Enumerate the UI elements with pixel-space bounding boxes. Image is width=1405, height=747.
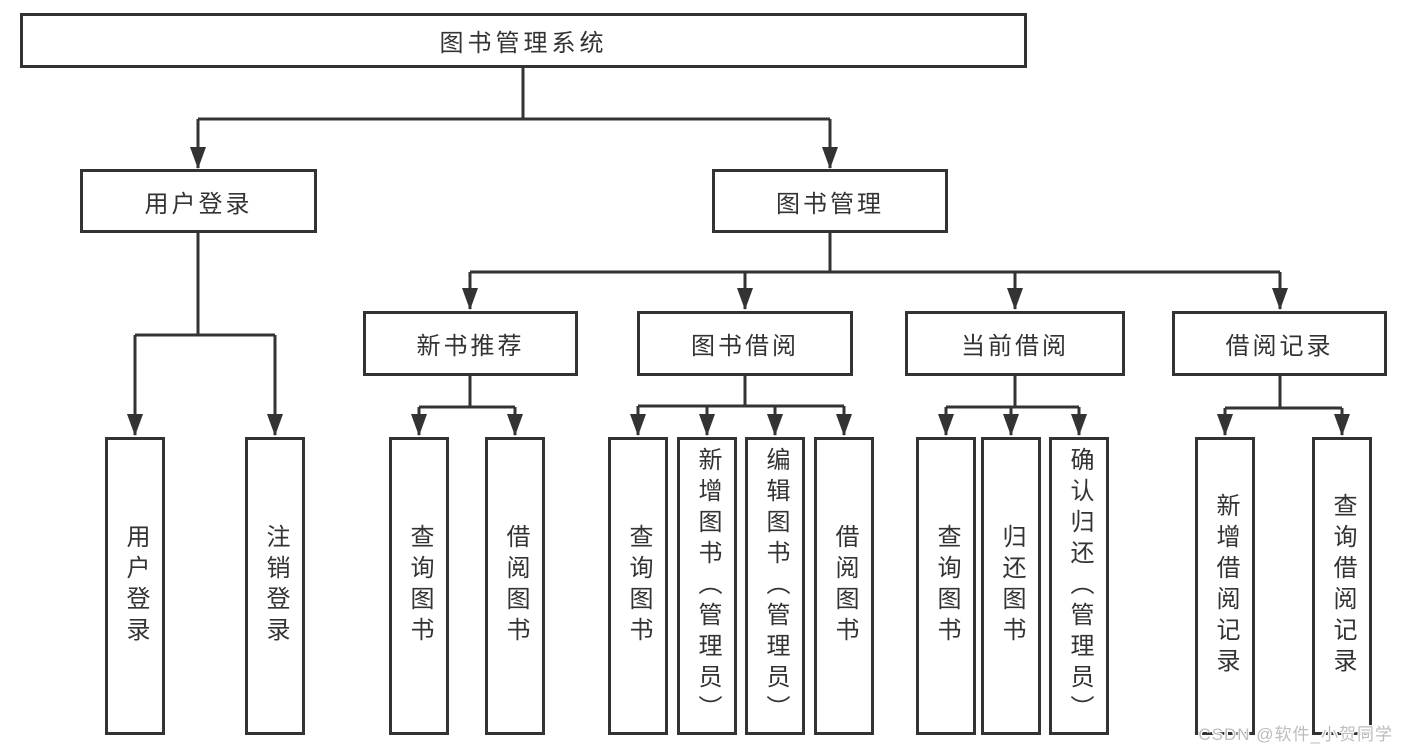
node-new-book-recommend: 新书推荐 <box>363 311 578 376</box>
node-root: 图书管理系统 <box>20 13 1027 68</box>
leaf-query-books-current: 查询图书 <box>916 437 976 735</box>
node-label: 图书管理系统 <box>439 30 608 57</box>
leaf-borrow-books: 借阅图书 <box>814 437 874 735</box>
leaf-borrow-books-recommend: 借阅图书 <box>485 437 545 735</box>
leaf-label: 查询借阅记录 <box>1329 493 1356 679</box>
node-label: 用户登录 <box>144 190 253 218</box>
leaf-edit-book-admin: 编辑图书（管理员） <box>745 437 805 735</box>
leaf-label: 借阅图书 <box>502 524 529 648</box>
leaf-add-borrow-record: 新增借阅记录 <box>1195 437 1255 735</box>
node-label: 图书借阅 <box>691 333 799 360</box>
node-book-borrow: 图书借阅 <box>637 311 853 376</box>
leaf-label: 用户登录 <box>122 524 149 648</box>
leaf-add-book-admin: 新增图书（管理员） <box>677 437 737 735</box>
leaf-user-login: 用户登录 <box>105 437 165 735</box>
leaf-confirm-return-admin: 确认归还（管理员） <box>1049 437 1109 735</box>
csdn-watermark: CSDN @软件_小贺同学 <box>1198 725 1393 744</box>
leaf-label: 查询图书 <box>933 524 960 648</box>
leaf-logout: 注销登录 <box>245 437 305 735</box>
leaf-label: 注销登录 <box>262 524 289 648</box>
leaf-return-book: 归还图书 <box>981 437 1041 735</box>
leaf-label: 编辑图书（管理员） <box>762 446 789 726</box>
leaf-label: 新增借阅记录 <box>1212 493 1239 679</box>
node-book-management: 图书管理 <box>712 169 948 233</box>
leaf-label: 确认归还（管理员） <box>1066 446 1093 726</box>
node-current-borrow: 当前借阅 <box>905 311 1125 376</box>
leaf-query-books-recommend: 查询图书 <box>389 437 449 735</box>
node-label: 当前借阅 <box>961 333 1069 360</box>
leaf-label: 借阅图书 <box>831 524 858 648</box>
leaf-label: 新增图书（管理员） <box>694 446 721 726</box>
leaf-label: 查询图书 <box>406 524 433 648</box>
leaf-query-borrow-record: 查询借阅记录 <box>1312 437 1372 735</box>
node-label: 图书管理 <box>776 190 884 218</box>
leaf-label: 查询图书 <box>625 524 652 648</box>
leaf-query-books-borrow: 查询图书 <box>608 437 668 735</box>
node-user-login: 用户登录 <box>80 169 317 233</box>
node-label: 新书推荐 <box>416 333 525 360</box>
leaf-label: 归还图书 <box>998 524 1025 648</box>
node-label: 借阅记录 <box>1225 333 1334 360</box>
node-borrow-records: 借阅记录 <box>1172 311 1387 376</box>
